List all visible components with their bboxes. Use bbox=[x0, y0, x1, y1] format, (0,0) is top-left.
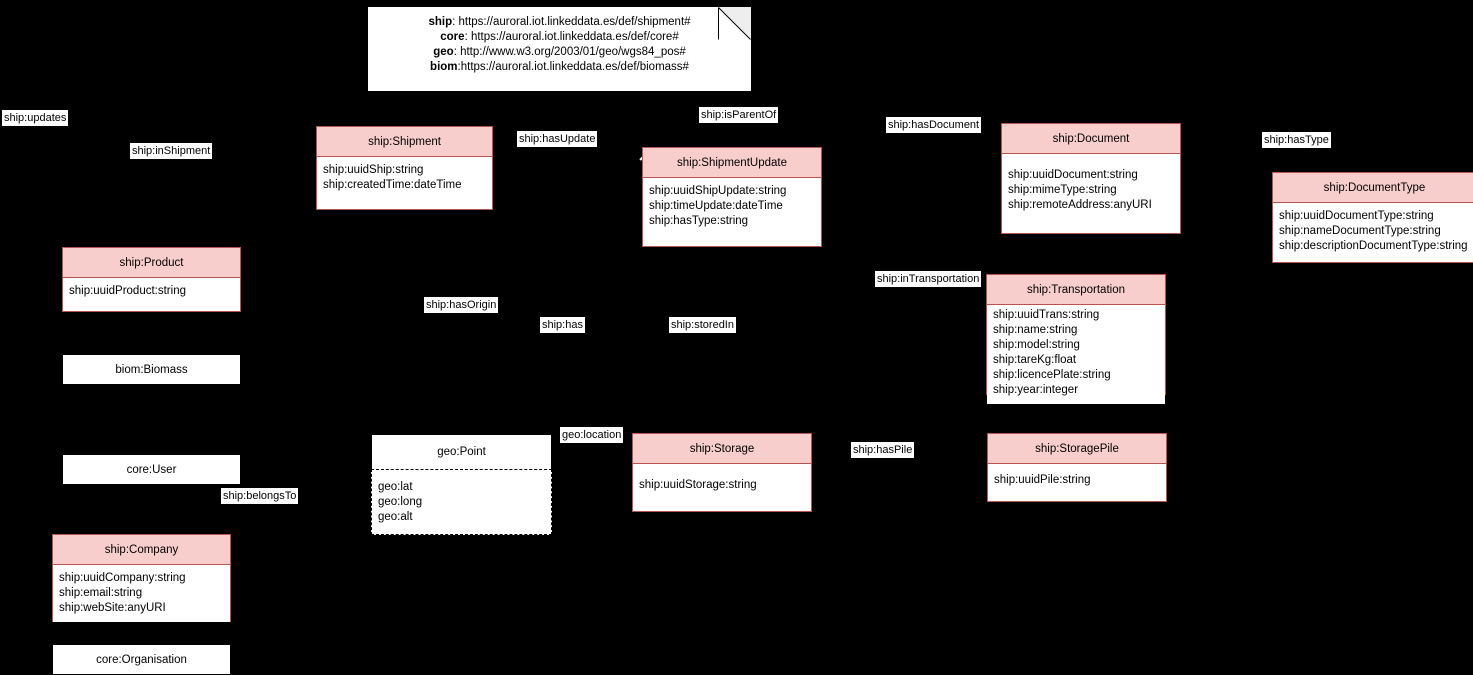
namespace-uri: https://auroral.iot.linkeddata.es/def/sh… bbox=[458, 16, 691, 28]
edge-label-storedin: ship:storedIn bbox=[669, 317, 736, 333]
class-title: ship:Shipment bbox=[317, 127, 492, 157]
edge-label-isparentof: ship:isParentOf bbox=[699, 107, 779, 123]
edge-label-hasupdate: ship:hasUpdate bbox=[517, 131, 598, 147]
class-title: core:User bbox=[63, 455, 240, 484]
edge-label-belongsto: ship:belongsTo bbox=[221, 488, 299, 504]
class-attribute: ship:uuidShipUpdate:string bbox=[649, 185, 787, 197]
edge-label-intransportation: ship:inTransportation bbox=[875, 271, 982, 287]
namespace-prefix: core bbox=[440, 31, 465, 43]
namespace-uri: http://www.w3.org/2003/01/geo/wgs84_pos# bbox=[460, 46, 686, 58]
class-box-storagepile[interactable]: ship:StoragePile ship:uuidPile:string bbox=[987, 433, 1167, 502]
edge-label-haspile: ship:hasPile bbox=[851, 442, 915, 458]
class-attributes: ship:uuidShipUpdate:string ship:timeUpda… bbox=[643, 178, 821, 235]
class-attribute: ship:timeUpdate:dateTime bbox=[649, 200, 783, 212]
class-title: ship:Transportation bbox=[987, 275, 1165, 305]
edge-label-has: ship:has bbox=[540, 317, 585, 333]
class-attributes: ship:uuidDocumentType:string ship:nameDo… bbox=[1273, 203, 1473, 260]
class-attributes: geo:lat geo:long geo:alt bbox=[371, 469, 552, 535]
edge-label-inshipment: ship:inShipment bbox=[130, 143, 213, 159]
class-attribute: ship:uuidDocumentType:string bbox=[1279, 210, 1434, 222]
class-box-documenttype[interactable]: ship:DocumentType ship:uuidDocumentType:… bbox=[1272, 172, 1473, 263]
class-title: ship:ShipmentUpdate bbox=[643, 148, 821, 178]
namespace-line: core: https://auroral.iot.linkeddata.es/… bbox=[380, 30, 739, 45]
namespace-line: biom:https://auroral.iot.linkeddata.es/d… bbox=[380, 60, 739, 75]
class-box-biomass[interactable]: biom:Biomass bbox=[62, 354, 241, 385]
namespace-line: geo: http://www.w3.org/2003/01/geo/wgs84… bbox=[380, 45, 739, 60]
class-attributes: ship:uuidPile:string bbox=[988, 464, 1166, 494]
class-attribute: ship:uuidCompany:string bbox=[59, 572, 186, 584]
class-attribute: ship:hasType:string bbox=[649, 215, 749, 227]
class-attribute: ship:uuidDocument:string bbox=[1008, 169, 1138, 181]
class-attributes: ship:uuidTrans:string ship:name:string s… bbox=[987, 305, 1165, 404]
class-title: ship:Document bbox=[1002, 124, 1180, 154]
namespace-prefix: geo bbox=[433, 46, 454, 58]
class-attribute: ship:uuidPile:string bbox=[994, 474, 1091, 486]
edge-label-hastype: ship:hasType bbox=[1262, 132, 1331, 148]
edge-label-hasorigin: ship:hasOrigin bbox=[424, 297, 499, 313]
namespace-sep: : bbox=[453, 46, 461, 58]
edge-label-updates: ship:updates bbox=[2, 110, 69, 126]
class-title: ship:StoragePile bbox=[988, 434, 1166, 464]
edge-label-hasdocument: ship:hasDocument bbox=[886, 117, 982, 133]
class-attribute: geo:alt bbox=[378, 511, 413, 523]
namespace-prefix: ship bbox=[428, 16, 453, 28]
namespace-note: ship: https://auroral.iot.linkeddata.es/… bbox=[367, 6, 752, 92]
class-attribute: ship:uuidProduct:string bbox=[69, 285, 186, 297]
class-attribute: ship:descriptionDocumentType:string bbox=[1279, 240, 1468, 252]
class-box-shipment[interactable]: ship:Shipment ship:uuidShip:string ship:… bbox=[316, 126, 493, 210]
class-attribute: ship:uuidTrans:string bbox=[993, 309, 1100, 321]
class-title: ship:Storage bbox=[633, 434, 811, 464]
namespace-sep: : bbox=[457, 61, 461, 73]
class-box-company[interactable]: ship:Company ship:uuidCompany:string shi… bbox=[52, 534, 231, 622]
class-title: biom:Biomass bbox=[63, 355, 240, 384]
namespace-note-body: ship: https://auroral.iot.linkeddata.es/… bbox=[368, 7, 751, 75]
class-attribute: geo:long bbox=[378, 496, 423, 508]
class-attributes: ship:uuidShip:string ship:createdTime:da… bbox=[317, 157, 492, 199]
namespace-sep: : bbox=[452, 16, 459, 28]
class-title: geo:Point bbox=[372, 435, 551, 469]
class-attribute: ship:name:string bbox=[993, 324, 1078, 336]
class-attribute: ship:year:integer bbox=[993, 384, 1079, 396]
class-attribute: ship:email:string bbox=[59, 587, 143, 599]
class-box-shipmentupdate[interactable]: ship:ShipmentUpdate ship:uuidShipUpdate:… bbox=[642, 147, 822, 247]
edge-label-geolocation: geo:location bbox=[560, 427, 624, 443]
class-title: ship:Company bbox=[53, 535, 230, 565]
class-title: ship:Product bbox=[63, 248, 240, 278]
class-attribute: ship:mimeType:string bbox=[1008, 184, 1117, 196]
class-title: core:Organisation bbox=[53, 645, 230, 674]
namespace-uri: https://auroral.iot.linkeddata.es/def/co… bbox=[470, 31, 679, 43]
class-box-product[interactable]: ship:Product ship:uuidProduct:string bbox=[62, 247, 241, 312]
class-box-document[interactable]: ship:Document ship:uuidDocument:string s… bbox=[1001, 123, 1181, 234]
class-attribute: ship:licencePlate:string bbox=[993, 369, 1111, 381]
class-box-geopoint[interactable]: geo:Point geo:lat geo:long geo:alt bbox=[371, 434, 552, 536]
class-attribute: ship:remoteAddress:anyURI bbox=[1008, 199, 1152, 211]
namespace-line: ship: https://auroral.iot.linkeddata.es/… bbox=[380, 15, 739, 30]
class-attributes: ship:uuidProduct:string bbox=[63, 278, 240, 305]
class-attribute: ship:uuidShip:string bbox=[323, 164, 424, 176]
class-box-user[interactable]: core:User bbox=[62, 454, 241, 485]
class-attribute: ship:createdTime:dateTime bbox=[323, 179, 462, 191]
class-attribute: ship:model:string bbox=[993, 339, 1080, 351]
class-attribute: ship:nameDocumentType:string bbox=[1279, 225, 1441, 237]
class-title: ship:DocumentType bbox=[1273, 173, 1473, 203]
class-attribute: ship:tareKg:float bbox=[993, 354, 1077, 366]
class-attributes: ship:uuidDocument:string ship:mimeType:s… bbox=[1002, 154, 1180, 219]
namespace-sep: : bbox=[464, 31, 471, 43]
class-attributes: ship:uuidCompany:string ship:email:strin… bbox=[53, 565, 230, 622]
class-attribute: ship:uuidStorage:string bbox=[639, 479, 757, 491]
class-box-organisation[interactable]: core:Organisation bbox=[52, 644, 231, 675]
namespace-prefix: biom bbox=[430, 61, 458, 73]
class-attributes: ship:uuidStorage:string bbox=[633, 464, 811, 499]
class-box-transportation[interactable]: ship:Transportation ship:uuidTrans:strin… bbox=[986, 274, 1166, 404]
class-attribute: geo:lat bbox=[378, 481, 413, 493]
namespace-uri: https://auroral.iot.linkeddata.es/def/bi… bbox=[460, 61, 689, 73]
class-attribute: ship:webSite:anyURI bbox=[59, 602, 166, 614]
class-box-storage[interactable]: ship:Storage ship:uuidStorage:string bbox=[632, 433, 812, 512]
